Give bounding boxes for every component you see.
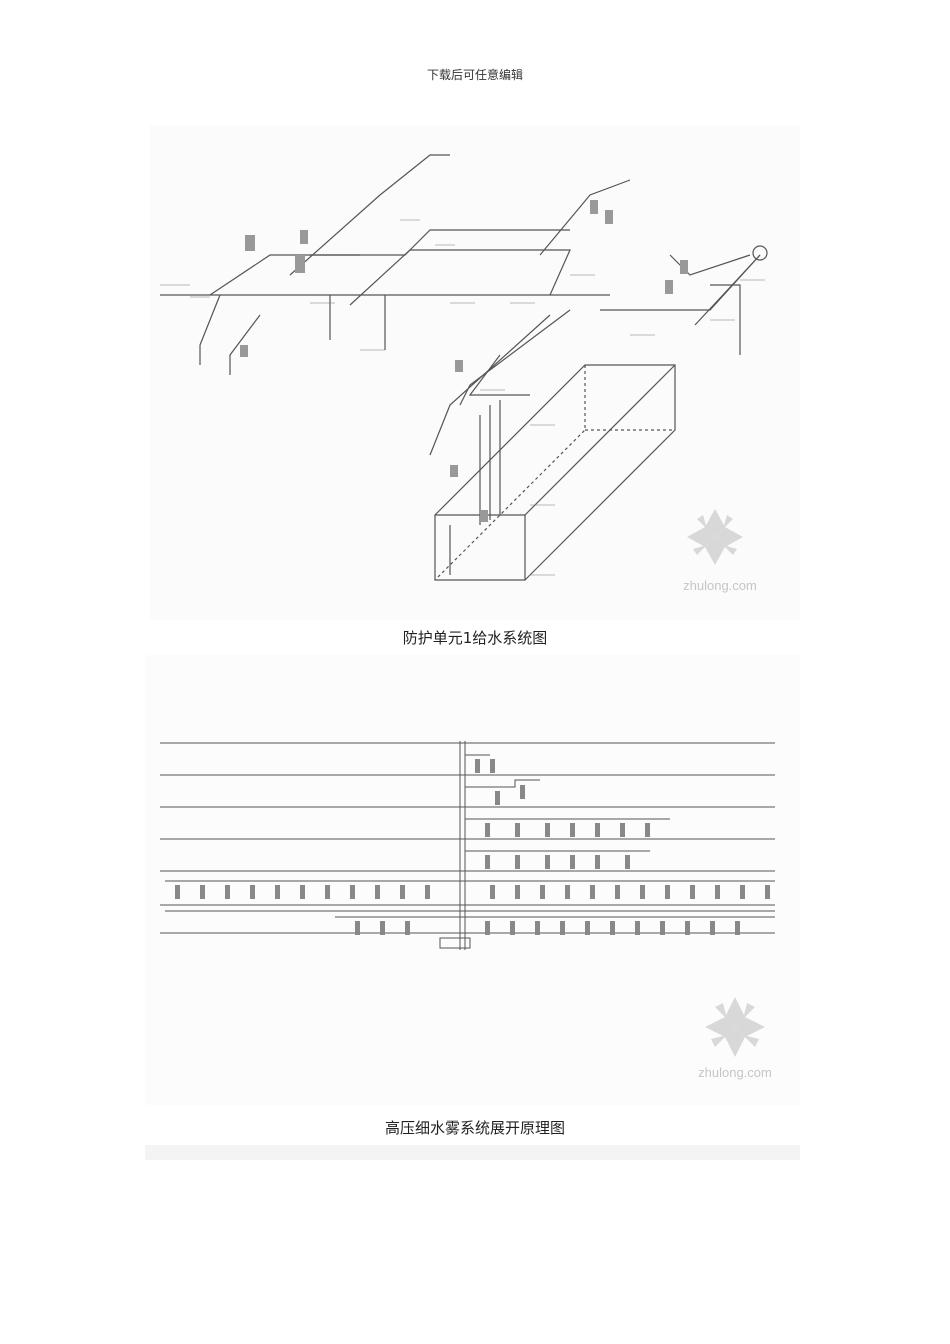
figure-2-caption: 高压细水雾系统展开原理图: [384, 1119, 565, 1137]
watermark-text: zhulong.com: [683, 578, 757, 593]
watermark-logo: [687, 509, 743, 565]
water-supply-system-diagram: zhulong.com: [150, 125, 800, 620]
scan-artifact: [145, 1145, 800, 1160]
watermark-text: zhulong.com: [698, 1065, 772, 1080]
watermark-logo: [705, 997, 765, 1057]
figure-1-caption: 防护单元1给水系统图: [402, 629, 548, 647]
page-header: 下载后可任意编辑: [426, 68, 523, 82]
sprinkler-heads: [175, 759, 770, 935]
water-mist-schematic: zhulong.com: [145, 655, 800, 1105]
